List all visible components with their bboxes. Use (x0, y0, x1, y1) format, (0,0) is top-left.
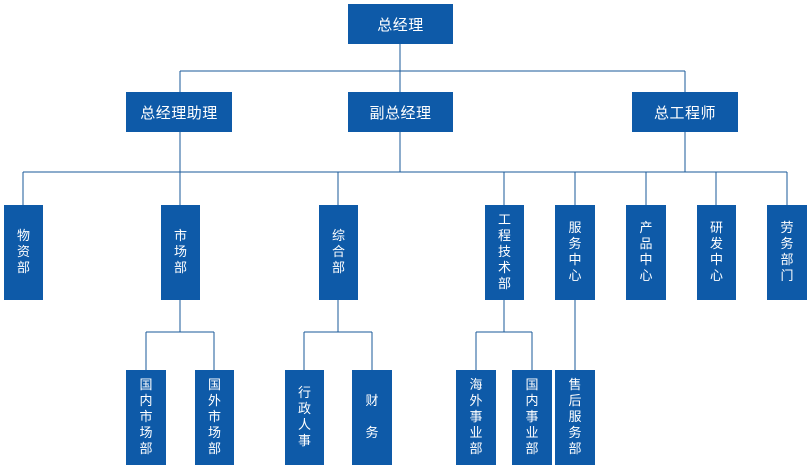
rnd-center-box: 研 发 中 心 (697, 205, 736, 300)
materials-dept-box: 物 资 部 (4, 205, 43, 300)
service-center-box: 服 务 中 心 (555, 205, 595, 300)
after-sales-box: 售 后 服 务 部 (555, 370, 595, 465)
labor-dept-box: 劳 务 部 门 (767, 205, 807, 300)
overseas-business-box: 海 外 事 业 部 (456, 370, 496, 465)
general-affairs-dept-box: 综 合 部 (319, 205, 358, 300)
foreign-market-box: 国 外 市 场 部 (195, 370, 234, 465)
assistant-gm-box: 总经理助理 (126, 92, 232, 132)
product-center-box: 产 品 中 心 (626, 205, 666, 300)
domestic-business-box: 国 内 事 业 部 (512, 370, 552, 465)
market-dept-box: 市 场 部 (161, 205, 200, 300)
chief-engineer-box: 总工程师 (632, 92, 738, 132)
deputy-gm-box: 副总经理 (348, 92, 453, 132)
engineering-tech-dept-box: 工 程 技 术 部 (485, 205, 524, 300)
finance-box: 财 务 (352, 370, 392, 465)
ceo-box: 总经理 (348, 4, 453, 44)
admin-personnel-box: 行 政 人 事 (285, 370, 324, 465)
domestic-market-box: 国 内 市 场 部 (126, 370, 166, 465)
